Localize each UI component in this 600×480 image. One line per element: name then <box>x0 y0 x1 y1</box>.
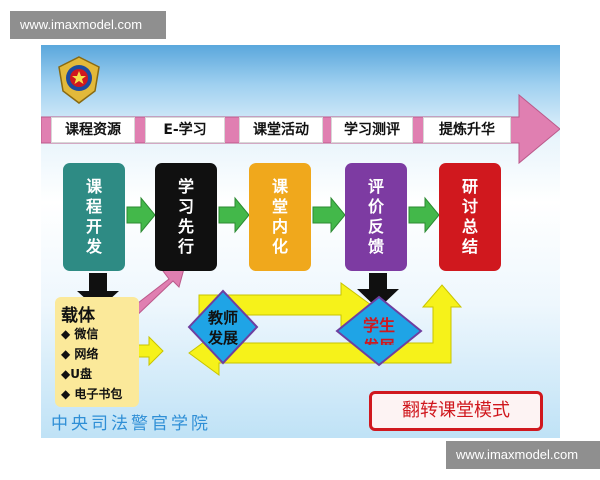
flow-arrows <box>77 196 463 376</box>
carrier-item: ◆U盘 <box>61 367 92 381</box>
carrier-title: 载体 <box>61 306 95 326</box>
stage-label-4: 学习测评 <box>331 117 413 143</box>
step-class-internalize: 课堂内化 <box>249 163 311 271</box>
watermark-bottom: www.imaxmodel.com <box>446 441 600 469</box>
step-learn-first: 学习先行 <box>155 163 217 271</box>
stage-label-3: 课堂活动 <box>239 117 323 143</box>
police-emblem-icon <box>55 55 103 105</box>
teacher-development-label: 教师 发展 <box>207 309 238 347</box>
watermark-top: www.imaxmodel.com <box>10 11 166 39</box>
step-discussion-summary: 研讨总结 <box>439 163 501 271</box>
stage-label-1: 课程资源 <box>51 117 135 143</box>
stage-label-5: 提炼升华 <box>423 117 511 143</box>
carrier-item: ◆ 网络 <box>61 347 99 361</box>
step-evaluation-feedback: 评价反馈 <box>345 163 407 271</box>
student-development-label: 学生 发展 <box>362 316 395 345</box>
slide: 课程资源 E-学习 课堂活动 学习测评 提炼升华 课程开发 学习先行 课堂内化 … <box>41 45 560 438</box>
institution-name: 中央司法警官学院 <box>51 414 211 434</box>
model-title: 翻转课堂模式 <box>369 391 543 431</box>
stage-label-2: E-学习 <box>145 117 225 143</box>
carrier-item: ◆ 电子书包 <box>61 387 123 401</box>
carrier-box: 载体 ◆ 微信 ◆ 网络 ◆U盘 ◆ 电子书包 <box>55 297 139 407</box>
carrier-item: ◆ 微信 <box>61 327 99 341</box>
step-course-development: 课程开发 <box>63 163 125 271</box>
